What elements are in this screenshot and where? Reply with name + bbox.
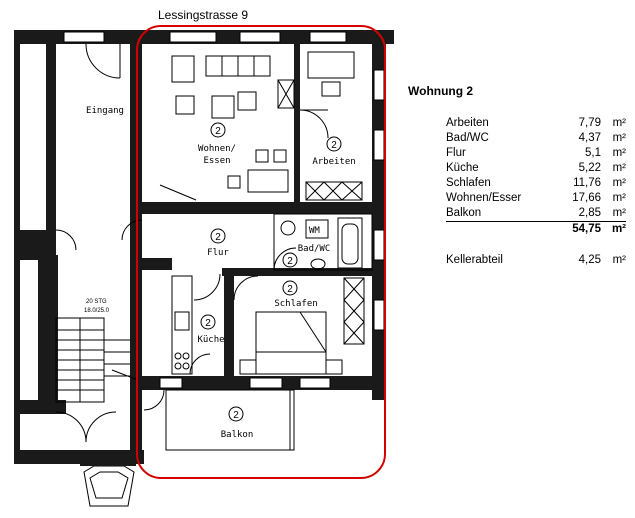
balkon-outline [165, 389, 295, 451]
area-row-value: 5,1 [585, 147, 601, 159]
street-name: Lessingstrasse 9 [158, 8, 249, 22]
area-row-name: Flur [446, 147, 466, 159]
legend-title: Wohnung 2 [408, 84, 474, 98]
bedroom-furniture [233, 275, 365, 375]
area-row-name: Wohnen/Esser [446, 192, 522, 204]
wm-label: WM [309, 226, 320, 236]
room-number-circles [200, 122, 342, 422]
area-row-unit: m² [612, 117, 626, 129]
area-row-value: 4,37 [578, 132, 601, 144]
stair-note-1: 20 STG [86, 299, 107, 305]
doors [55, 43, 165, 443]
cellar-name: Kellerabteil [446, 254, 503, 266]
area-row-name: Küche [446, 162, 479, 174]
area-row-unit: m² [612, 132, 626, 144]
area-row-name: Balkon [446, 207, 482, 219]
room-number: 2 [215, 126, 221, 137]
area-row-value: 11,76 [573, 177, 601, 189]
room-number: 2 [287, 256, 293, 267]
room-number: 2 [215, 232, 221, 243]
entrance-label: Eingang [86, 106, 124, 116]
cellar-row: Kellerabteil 4,25 m² [446, 253, 626, 268]
area-row-unit: m² [612, 162, 626, 174]
area-row-unit: m² [612, 147, 626, 159]
bad-label: Bad/WC [298, 244, 331, 254]
area-row: Schlafen 11,76 m² [446, 176, 626, 191]
area-row: Flur 5,1 m² [446, 146, 626, 161]
wohnen-label-2: Essen [203, 156, 230, 166]
arbeiten-label: Arbeiten [312, 157, 355, 167]
area-row-unit: m² [612, 192, 626, 204]
staircase [55, 317, 139, 403]
kitchen-fixtures [171, 273, 221, 375]
windows [63, 31, 385, 389]
area-row: Arbeiten 7,79 m² [446, 116, 626, 131]
room-number: 2 [331, 140, 337, 151]
room-numbers: 2 2 2 2 2 2 2 [205, 126, 337, 421]
arbeiten-furniture [299, 51, 363, 201]
kueche-label: Küche [197, 335, 224, 345]
area-row-name: Schlafen [446, 177, 491, 189]
area-total-unit: m² [601, 221, 626, 237]
area-row-value: 5,22 [578, 162, 601, 174]
bad-fixtures [273, 213, 373, 271]
flur-label: Flur [207, 248, 229, 258]
area-row: Küche 5,22 m² [446, 161, 626, 176]
room-number: 2 [233, 410, 239, 421]
bay-wall [80, 456, 136, 466]
room-number: 2 [287, 284, 293, 295]
area-row: Bad/WC 4,37 m² [446, 131, 626, 146]
floor-plan: WM [14, 25, 394, 507]
area-row-value: 17,66 [572, 192, 601, 204]
bay-window [83, 465, 135, 507]
area-row-value: 2,85 [578, 207, 601, 219]
area-row-value: 7,79 [578, 117, 601, 129]
room-labels: Eingang Wohnen/ Essen Arbeiten Flur Bad/… [86, 106, 356, 440]
area-row: Wohnen/Esser 17,66 m² [446, 191, 626, 206]
balkon-label: Balkon [221, 430, 254, 440]
wohnen-label-1: Wohnen/ [198, 144, 236, 154]
living-furniture [159, 55, 295, 201]
area-row: Balkon 2,85 m² [446, 206, 626, 222]
stair-note-2: 18.0/25.0 [84, 308, 110, 314]
area-row-name: Arbeiten [446, 117, 489, 129]
schlafen-label: Schlafen [274, 299, 317, 309]
area-row-unit: m² [612, 207, 626, 219]
area-row-unit: m² [612, 177, 626, 189]
cellar-value: 4,25 [578, 254, 601, 266]
apartment-highlight [136, 25, 386, 479]
cellar-unit: m² [612, 254, 626, 266]
area-row-name: Bad/WC [446, 132, 489, 144]
walls [14, 30, 394, 464]
area-total-value: 54,75 [558, 221, 601, 237]
room-number: 2 [205, 318, 211, 329]
